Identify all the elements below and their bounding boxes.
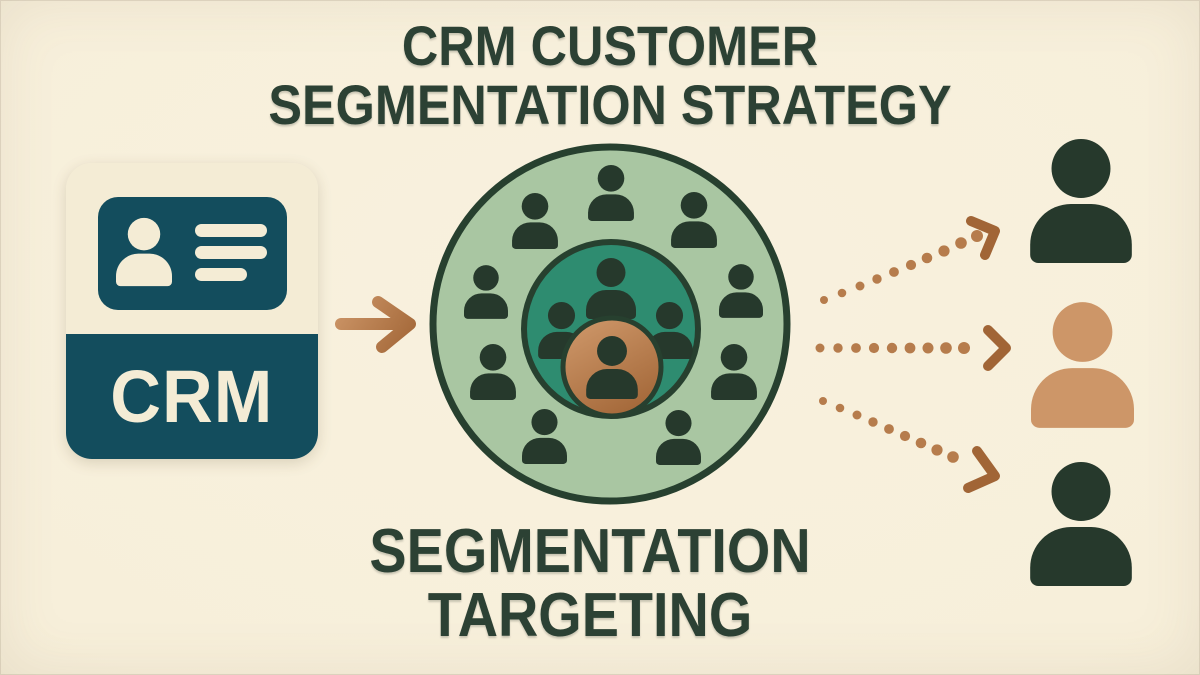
crm-card-label: CRM <box>110 354 274 438</box>
audience-people <box>1030 139 1134 586</box>
segmentation-circles <box>429 143 791 505</box>
footer-line-1: SEGMENTATION <box>369 517 811 586</box>
footer-caption: SEGMENTATION TARGETING <box>0 520 1200 648</box>
title-line-2: SEGMENTATION STRATEGY <box>268 73 952 136</box>
card-text-line <box>195 268 247 281</box>
footer-line-2: TARGETING <box>427 581 753 650</box>
target-focus-circle <box>560 315 664 419</box>
card-text-line <box>195 224 267 237</box>
dotted-arrow-icon <box>820 216 1000 304</box>
crm-card-top <box>66 163 318 334</box>
crm-card-banner: CRM <box>66 334 318 459</box>
dotted-arrow-icon <box>815 325 1011 371</box>
card-text-line <box>195 246 267 259</box>
page-title: CRM CUSTOMER SEGMENTATION STRATEGY <box>0 16 1200 134</box>
contact-id-card-icon <box>98 197 287 310</box>
dotted-arrow-icon <box>819 397 1000 493</box>
right-arrow-icon <box>335 296 416 353</box>
title-line-1: CRM CUSTOMER <box>401 14 819 77</box>
audience-person-highlighted-icon <box>1031 302 1134 428</box>
dotted-arrows <box>815 216 1011 493</box>
crm-card: CRM <box>66 163 318 459</box>
audience-person-icon <box>1030 139 1132 263</box>
